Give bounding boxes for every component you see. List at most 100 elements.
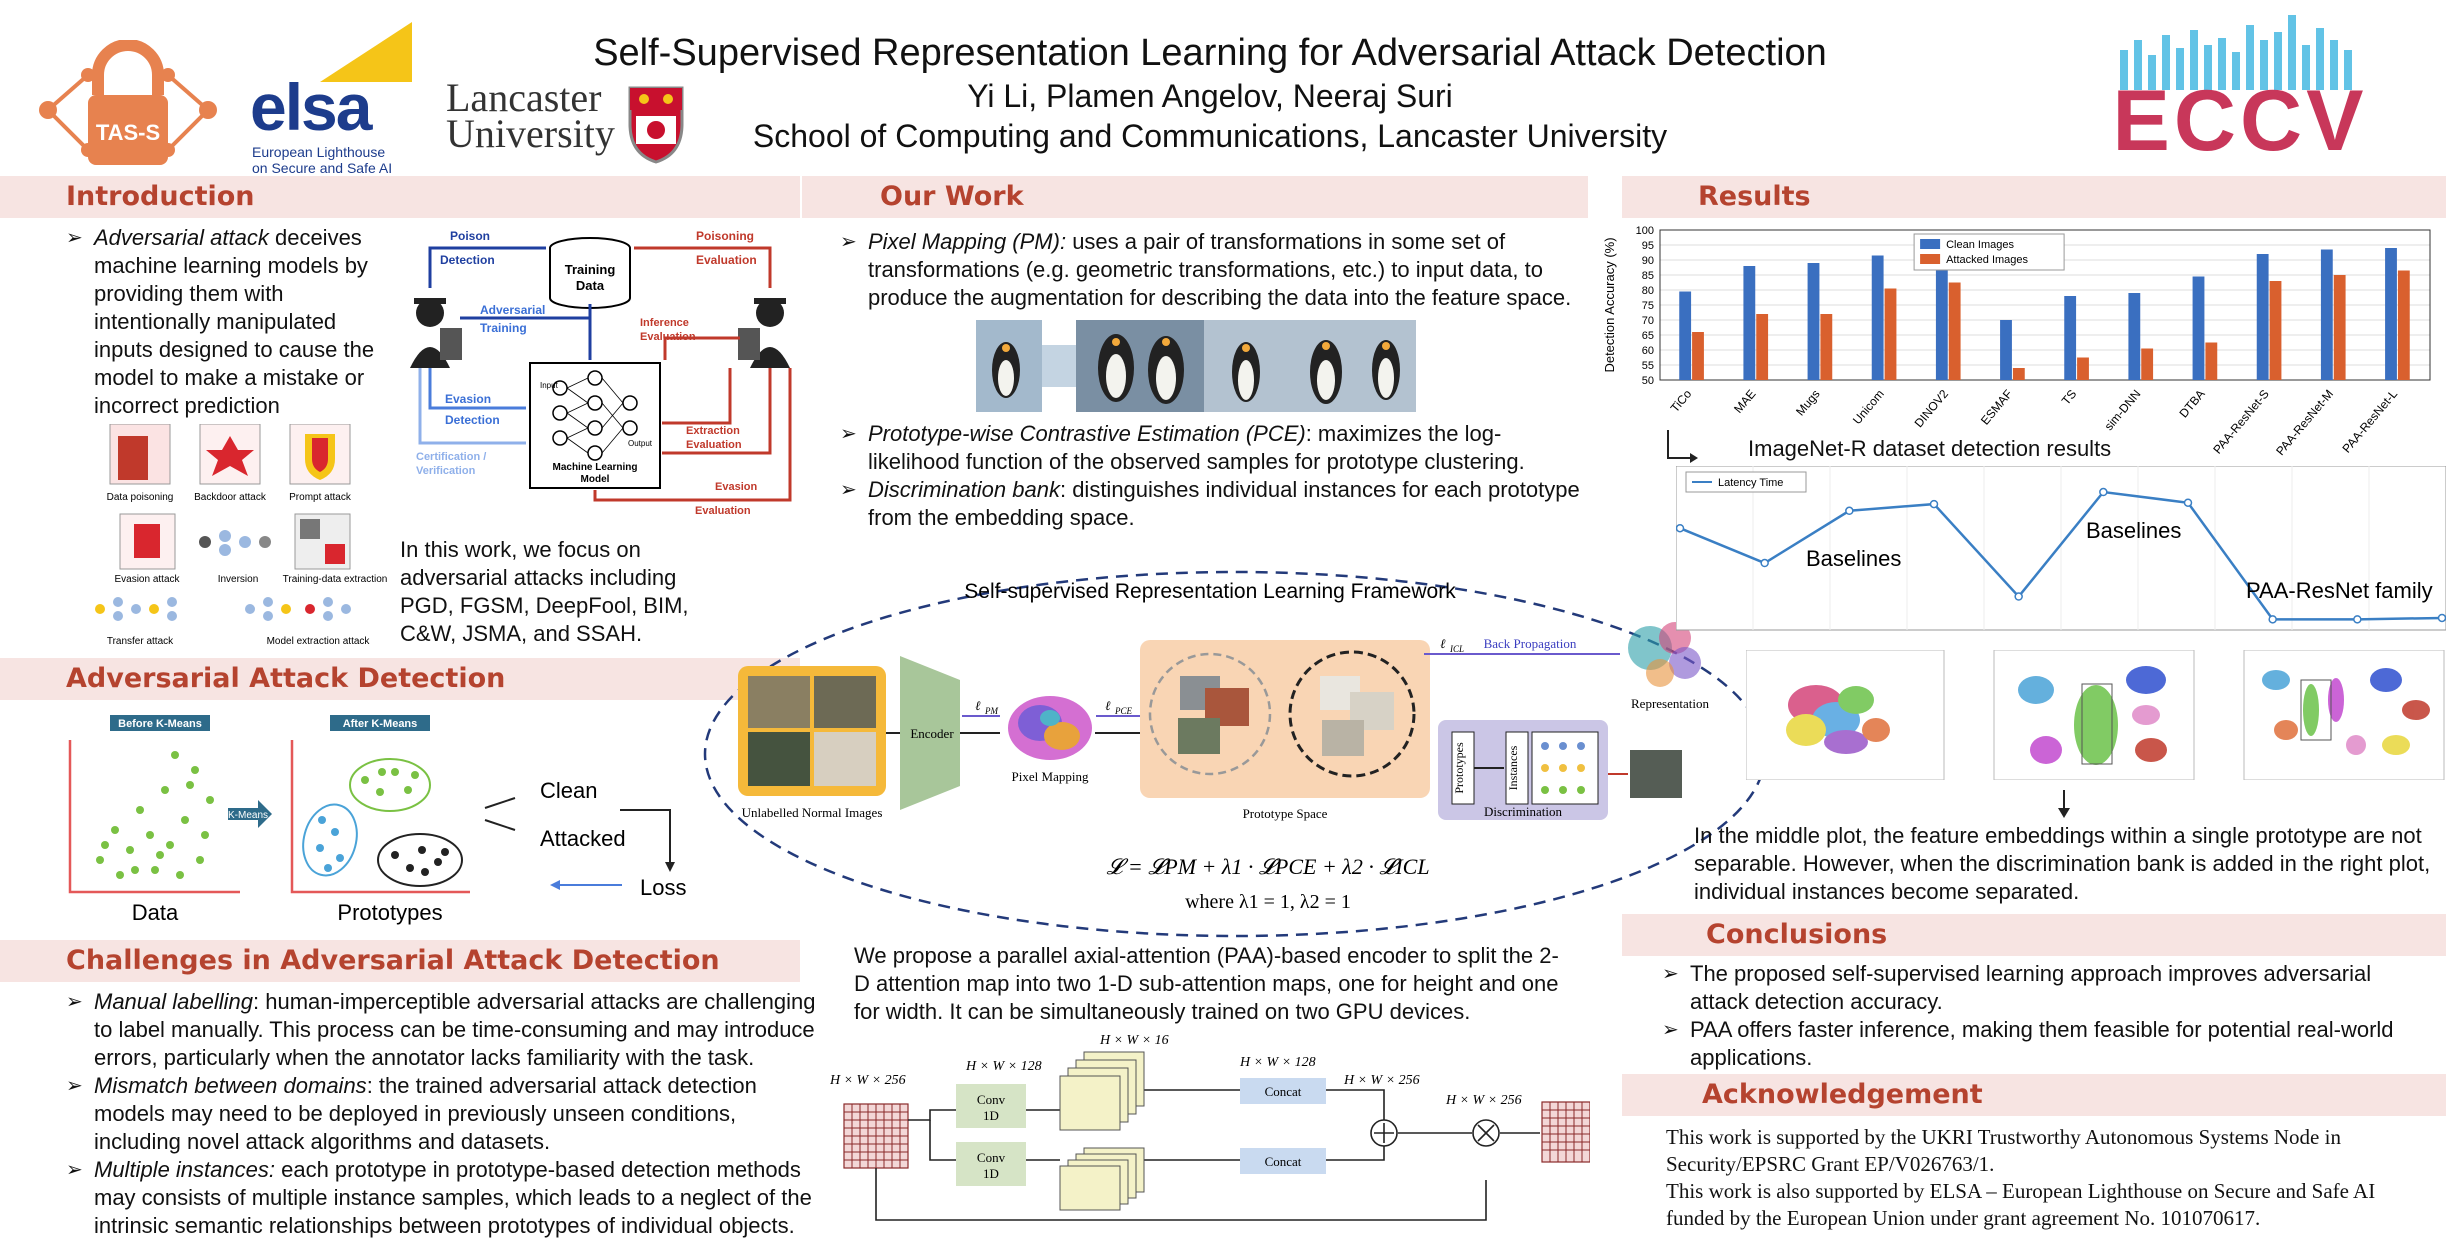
- evasion-eval-label-2: Evaluation: [695, 505, 751, 517]
- latency-line-chart: Latency TimeBaselinesBaselinesPAA-ResNet…: [1676, 466, 2446, 631]
- challenge-item: Manual labelling: human-imperceptible ad…: [66, 988, 826, 1072]
- baselines-label-2: Baselines: [2086, 518, 2181, 543]
- back-propagation-label: Back Propagation: [1484, 636, 1577, 651]
- attacked-label: Attacked: [540, 826, 626, 851]
- x-tick-label: DTBA: [2176, 387, 2207, 421]
- intro-bullet-text: deceives machine learning models by prov…: [94, 225, 375, 418]
- bar-attacked: [1692, 332, 1704, 380]
- encoder-label: Encoder: [910, 726, 954, 741]
- output-label: Output: [628, 439, 653, 448]
- y-tick-label: 60: [1642, 345, 1654, 357]
- poster-title: Self-Supervised Representation Learning …: [593, 32, 1827, 74]
- latency-point: [1760, 558, 1769, 568]
- conv-1d-sub-top: 1D: [983, 1108, 999, 1123]
- challenge-item: Mismatch between domains: the trained ad…: [66, 1072, 826, 1156]
- discrimination-label: Discrimination: [1484, 804, 1562, 819]
- l-icl-label: ℓ: [1440, 636, 1446, 651]
- latency-legend-label: Latency Time: [1718, 477, 1783, 489]
- plot-frame: [1659, 229, 2431, 381]
- tsne-middle-clusters: [2018, 666, 2167, 765]
- our-work-heading: Our Work: [802, 176, 1588, 218]
- bar-clean: [2256, 254, 2269, 380]
- poisoning-eval-label: Evaluation: [696, 253, 757, 267]
- lancaster-wordmark-2: University: [446, 111, 615, 156]
- bar-clean: [2320, 249, 2333, 380]
- challenge-text: : the trained adversarial attack detecti…: [94, 1073, 757, 1154]
- inference-label: Inference: [640, 317, 689, 329]
- threat-model-diagram: Training Data Input Output Machine Learn…: [410, 229, 792, 517]
- latency-legend-box: [1685, 471, 1807, 493]
- paa-dim-256-b: H × W × 256: [1445, 1093, 1522, 1108]
- lancaster-crest-icon: [628, 86, 684, 164]
- detection-label: Detection: [440, 253, 495, 267]
- legend-swatch: [1920, 239, 1941, 249]
- latency-line: [1679, 490, 2443, 621]
- framework-diagram: Self-supervised Representation Learning …: [703, 570, 1767, 938]
- tsne-right-clusters: [2262, 668, 2430, 755]
- paa-encoder-diagram: H × W × 256 Conv 1D Conv 1D H × W × 128 …: [830, 1033, 1590, 1221]
- bar-clean: [2385, 248, 2397, 380]
- attack-label-model-extraction: Model extraction attack: [267, 636, 371, 647]
- aad-heading: Adversarial Attack Detection: [0, 658, 800, 700]
- prototypes-bank-label: Prototypes: [1452, 742, 1466, 794]
- challenges-list: Manual labelling: human-imperceptible ad…: [66, 988, 826, 1240]
- input-label: Input: [540, 381, 559, 390]
- our-work-list-2: Prototype-wise Contrastive Estimation (P…: [840, 420, 1580, 532]
- paa-output-grid: [1541, 1101, 1590, 1163]
- our-work-text: uses a pair of transformations in some s…: [868, 229, 1572, 310]
- bar-attacked: [1756, 314, 1769, 380]
- caption-arrow-icon: [1667, 430, 1698, 463]
- challenge-text: : human-imperceptible adversarial attack…: [94, 989, 816, 1070]
- conv-1d-label-top: Conv: [977, 1092, 1006, 1107]
- our-work-emphasis: Pixel Mapping (PM):: [868, 229, 1067, 254]
- x-tick-label: Unicom: [1850, 387, 1887, 427]
- extraction-label: Extraction: [686, 425, 740, 437]
- training-data-label: Training: [565, 262, 616, 277]
- transfer-attack-icon: [95, 597, 177, 621]
- results-heading: Results: [1622, 176, 2446, 218]
- bar-attacked: [2397, 270, 2410, 380]
- loss-formula: 𝓛 = 𝓛PM + λ1 · 𝓛PCE + λ2 · 𝓛ICL: [1106, 854, 1429, 879]
- conclusions-list: The proposed self-supervised learning ap…: [1662, 960, 2432, 1072]
- bar-attacked: [2205, 342, 2218, 380]
- representation-scatter: [1628, 622, 1701, 687]
- tas-s-logo-text: TAS-S: [96, 120, 160, 145]
- paa-input-grid: [843, 1103, 909, 1169]
- after-kmeans-label: After K-Means: [343, 718, 418, 730]
- unlabelled-images-label: Unlabelled Normal Images: [742, 805, 883, 820]
- inference-eval-label: Evaluation: [640, 331, 696, 343]
- evasion-label: Evasion: [445, 392, 491, 406]
- kmeans-arrow-label: K-Means: [228, 810, 268, 821]
- training-data-extraction-icon: [294, 513, 351, 570]
- bar-clean: [1679, 291, 1692, 380]
- y-tick-label: 95: [1642, 240, 1654, 252]
- ml-model-label: Machine Learning: [552, 462, 637, 473]
- elsa-triangle-icon: [320, 22, 412, 82]
- paa-family-label: PAA-ResNet family: [2246, 578, 2433, 603]
- bar-attacked: [1884, 288, 1897, 380]
- concat-label-bottom: Concat: [1265, 1154, 1302, 1169]
- legend-label: Clean Images: [1946, 239, 2014, 251]
- y-tick-label: 90: [1642, 255, 1654, 267]
- evasion-eval-label: Evasion: [715, 481, 757, 493]
- legend-swatch: [1920, 254, 1941, 264]
- challenge-emphasis: Manual labelling: [94, 989, 253, 1014]
- latency-point: [2099, 487, 2108, 497]
- baselines-label-1: Baselines: [1806, 546, 1901, 571]
- our-work-list: Pixel Mapping (PM): uses a pair of trans…: [840, 228, 1580, 312]
- lancaster-logo: Lancaster University: [446, 78, 696, 168]
- l-pce-label: ℓ: [1105, 698, 1111, 713]
- y-tick-label: 80: [1642, 285, 1654, 297]
- paa-dim-128: H × W × 128: [965, 1059, 1042, 1074]
- bar-attacked: [2333, 275, 2346, 380]
- chart-caption-text: ImageNet-R dataset detection results: [1748, 436, 2112, 461]
- adversarial-label: Adversarial: [480, 303, 545, 317]
- chart-caption: ImageNet-R dataset detection results: [1660, 428, 2160, 468]
- x-tick-label: TiCo: [1668, 387, 1695, 415]
- tsne-down-arrow-icon: [2058, 790, 2070, 818]
- conv-1d-sub-bottom: 1D: [983, 1166, 999, 1181]
- our-work-item: Prototype-wise Contrastive Estimation (P…: [840, 420, 1580, 476]
- backdoor-attack-icon: [199, 424, 261, 485]
- latency-point: [2268, 615, 2277, 624]
